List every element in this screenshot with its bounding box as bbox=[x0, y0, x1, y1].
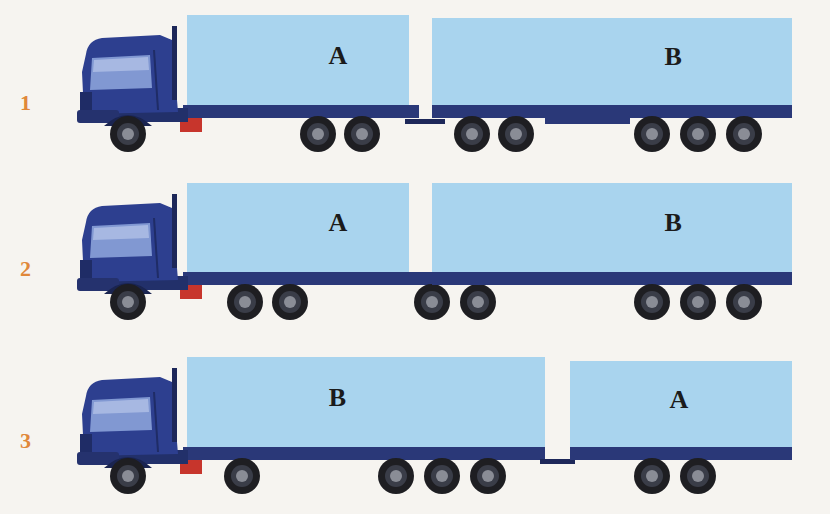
row-number: 1 bbox=[20, 92, 31, 114]
row-number: 3 bbox=[20, 430, 31, 452]
container-letter: B bbox=[329, 385, 346, 411]
container-box: A bbox=[187, 15, 409, 105]
container-box: B bbox=[432, 183, 792, 272]
container-letter: A bbox=[329, 210, 348, 236]
container-box: A bbox=[187, 183, 409, 272]
container-box: B bbox=[187, 357, 545, 447]
container-letter: B bbox=[665, 210, 682, 236]
container-letter: A bbox=[329, 43, 348, 69]
container-letter: A bbox=[669, 387, 688, 413]
container-box: B bbox=[432, 18, 792, 105]
row-number: 2 bbox=[20, 258, 31, 280]
container-letter: B bbox=[665, 44, 682, 70]
container-box: A bbox=[570, 361, 792, 447]
